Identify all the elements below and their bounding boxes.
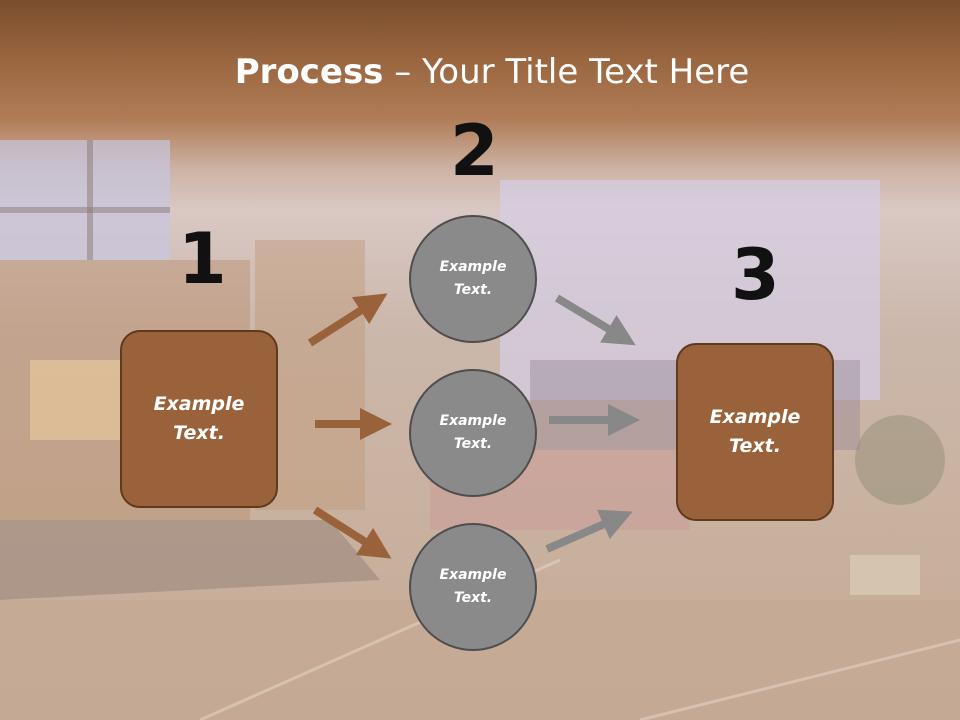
step-number-1: 1 [178, 218, 227, 300]
circle-middle-line2: Text. [453, 436, 493, 452]
process-circle-middle: Example Text. [409, 369, 537, 497]
left-box-line2: Text. [173, 422, 225, 444]
left-box-line1: Example [153, 393, 245, 415]
title-bold: Process [234, 52, 384, 92]
arrow-left-to-bottom [312, 506, 392, 559]
process-circle-bottom-text: Example Text. [440, 564, 507, 610]
process-box-left: Example Text. [120, 330, 278, 508]
step-number-2: 2 [450, 110, 499, 192]
process-box-left-text: Example Text. [154, 390, 245, 448]
process-box-right-text: Example Text. [710, 403, 801, 461]
arrow-top-to-right [554, 294, 636, 346]
process-circle-top-text: Example Text. [440, 256, 507, 302]
process-box-right: Example Text. [676, 343, 834, 521]
process-circle-middle-text: Example Text. [440, 410, 507, 456]
circle-bottom-line1: Example [439, 567, 507, 583]
arrow-bottom-to-right [545, 509, 633, 553]
right-box-line1: Example [709, 406, 801, 428]
circle-top-line2: Text. [453, 282, 493, 298]
circle-top-line1: Example [439, 259, 507, 275]
circle-bottom-line2: Text. [453, 590, 493, 606]
step-number-3: 3 [731, 234, 780, 316]
circle-middle-line1: Example [439, 413, 507, 429]
process-circle-bottom: Example Text. [409, 523, 537, 651]
page-title: Process – Your Title Text Here [0, 52, 960, 92]
process-circle-top: Example Text. [409, 215, 537, 343]
title-rest: – Your Title Text Here [383, 52, 750, 92]
right-box-line2: Text. [729, 435, 781, 457]
arrow-left-to-top [307, 293, 388, 347]
